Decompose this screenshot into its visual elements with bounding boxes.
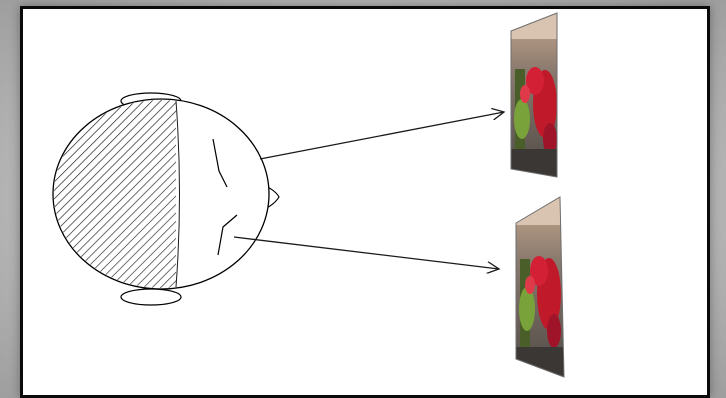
arrow-upper xyxy=(260,112,504,159)
photo-upper xyxy=(511,13,557,177)
diagram-canvas xyxy=(20,6,710,398)
arrow-lower xyxy=(234,237,499,269)
photo-lower xyxy=(516,197,564,377)
ear-bottom xyxy=(121,289,181,305)
head-illustration xyxy=(53,93,279,305)
